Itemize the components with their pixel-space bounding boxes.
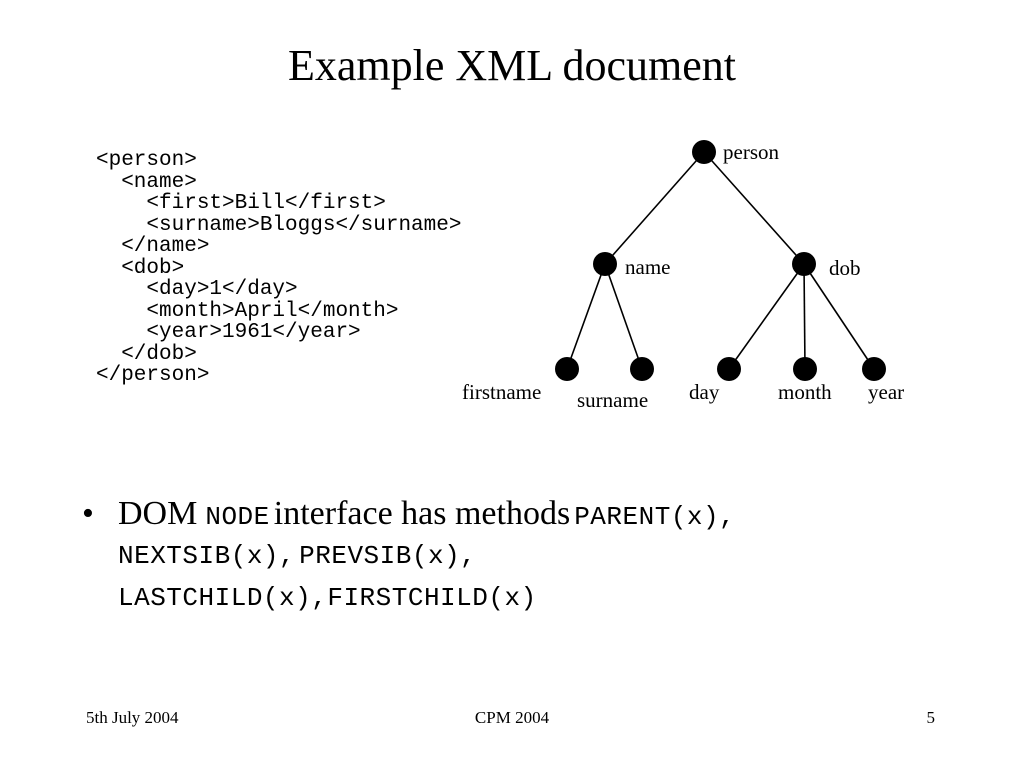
xml-line: <year>1961</year> [96, 321, 361, 344]
label-name: name [625, 255, 670, 279]
node-day [717, 357, 741, 381]
tree-nodes [555, 140, 886, 381]
label-day: day [689, 380, 720, 404]
xml-line: <name> [96, 170, 197, 194]
label-firstname: firstname [462, 380, 541, 404]
xml-line: <person> [96, 149, 197, 172]
slide-title: Example XML document [287, 41, 737, 90]
node-firstname [555, 357, 579, 381]
node-surname [630, 357, 654, 381]
footer-conference: CPM 2004 [474, 708, 550, 727]
footer-page-number: 5 [926, 708, 936, 727]
footer-date: 5th July 2004 [86, 708, 179, 727]
xml-code-block: <person> <name> <first>Bill</first> <sur… [96, 150, 461, 387]
xml-line: <surname>Bloggs</surname> [96, 213, 462, 237]
tree-labels: person name dob firstname surname day mo… [462, 140, 904, 412]
xml-line: <first>Bill</first> [96, 192, 386, 215]
edge-name-surname [604, 263, 643, 370]
bullet-text: interface has methods [273, 495, 571, 532]
label-month: month [778, 380, 832, 404]
bullet-line-2: NEXTSIB(x), PREVSIB(x), [82, 535, 942, 577]
tree-edges [566, 151, 875, 370]
bullet-parent: PARENT(x), [574, 502, 736, 532]
bullet-line-1: • DOM NODE interface has methods PARENT(x… [82, 493, 942, 535]
bullet-firstchild: FIRSTCHILD(x) [327, 583, 537, 613]
label-dob: dob [829, 256, 861, 280]
edge-person-dob [703, 151, 805, 265]
bullet-dom: DOM [118, 495, 198, 532]
bullet-lastchild: LASTCHILD(x), [118, 583, 328, 613]
xml-line: </name> [96, 235, 210, 258]
xml-line: <day>1</day> [96, 278, 298, 301]
label-surname: surname [577, 388, 648, 412]
bullet-line-3: LASTCHILD(x),FIRSTCHILD(x) [82, 577, 942, 619]
bullet-nextsib: NEXTSIB(x), [118, 541, 296, 571]
edge-person-name [604, 151, 705, 265]
label-person: person [723, 140, 779, 164]
edge-dob-year [803, 263, 875, 370]
node-person [692, 140, 716, 164]
node-name [593, 252, 617, 276]
xml-line: <month>April</month> [96, 299, 399, 323]
node-year [862, 357, 886, 381]
node-dob [792, 252, 816, 276]
bullet-node: NODE [205, 502, 270, 532]
label-year: year [868, 380, 904, 404]
xml-line: </person> [96, 364, 210, 387]
node-month [793, 357, 817, 381]
bullet-dot: • [82, 495, 94, 532]
edge-dob-month [803, 263, 806, 370]
bullet-list: • DOM NODE interface has methods PARENT(x… [82, 493, 942, 619]
xml-line: </dob> [96, 342, 197, 366]
xml-line: <dob> [96, 256, 185, 280]
bullet-prevsib: PREVSIB(x), [299, 541, 477, 571]
edge-dob-day [728, 263, 805, 370]
edge-name-firstname [566, 263, 606, 370]
